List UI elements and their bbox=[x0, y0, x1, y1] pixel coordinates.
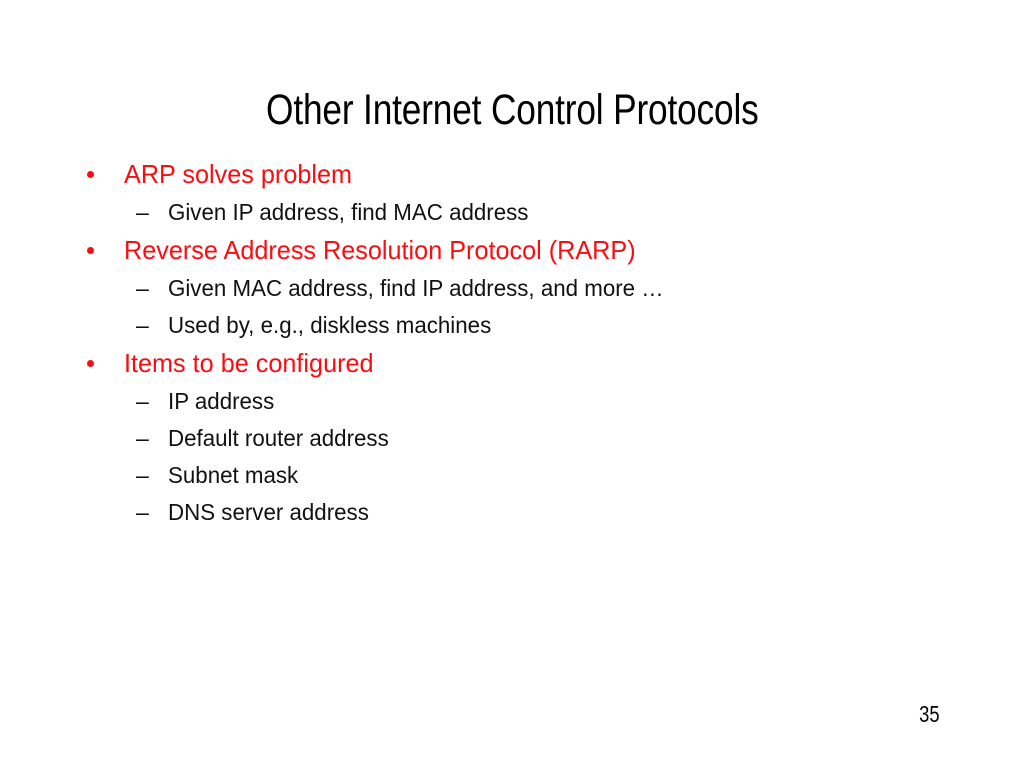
list-item-label: Default router address bbox=[168, 425, 389, 451]
en-dash-icon: – bbox=[136, 425, 149, 451]
en-dash-icon: – bbox=[136, 312, 149, 338]
list-item: Items to be configured bbox=[0, 347, 1024, 386]
list-item-label: IP address bbox=[168, 388, 275, 414]
list-item: Reverse Address Resolution Protocol (RAR… bbox=[0, 234, 1024, 273]
list-item: – Subnet mask bbox=[0, 460, 1024, 497]
en-dash-icon: – bbox=[136, 462, 149, 488]
list-item: – Given IP address, find MAC address bbox=[0, 197, 1024, 234]
bullet-dot-icon bbox=[87, 360, 94, 367]
list-item: – IP address bbox=[0, 386, 1024, 423]
en-dash-icon: – bbox=[136, 199, 149, 225]
en-dash-icon: – bbox=[136, 275, 149, 301]
slide-body-content: ARP solves problem – Given IP address, f… bbox=[0, 158, 1024, 534]
list-item: – DNS server address bbox=[0, 497, 1024, 534]
list-item-label: Given MAC address, find IP address, and … bbox=[168, 275, 664, 301]
list-item-label: Reverse Address Resolution Protocol (RAR… bbox=[124, 235, 636, 265]
en-dash-icon: – bbox=[136, 388, 149, 414]
bullet-dot-icon bbox=[87, 171, 94, 178]
page-title: Other Internet Control Protocols bbox=[0, 85, 1024, 134]
page-title-text: Other Internet Control Protocols bbox=[265, 85, 759, 134]
list-item: – Used by, e.g., diskless machines bbox=[0, 310, 1024, 347]
en-dash-icon: – bbox=[136, 499, 149, 525]
list-item-label: Subnet mask bbox=[168, 462, 299, 488]
list-item: – Default router address bbox=[0, 423, 1024, 460]
list-item: ARP solves problem bbox=[0, 158, 1024, 197]
page-number-text: 35 bbox=[919, 701, 940, 727]
page-number: 35 bbox=[914, 703, 940, 726]
bullet-dot-icon bbox=[87, 247, 94, 254]
list-item: – Given MAC address, find IP address, an… bbox=[0, 273, 1024, 310]
list-item-label: Used by, e.g., diskless machines bbox=[168, 312, 492, 338]
list-item-label: Given IP address, find MAC address bbox=[168, 199, 529, 225]
list-item-label: Items to be configured bbox=[124, 348, 374, 378]
list-item-label: DNS server address bbox=[168, 499, 369, 525]
list-item-label: ARP solves problem bbox=[124, 159, 353, 189]
